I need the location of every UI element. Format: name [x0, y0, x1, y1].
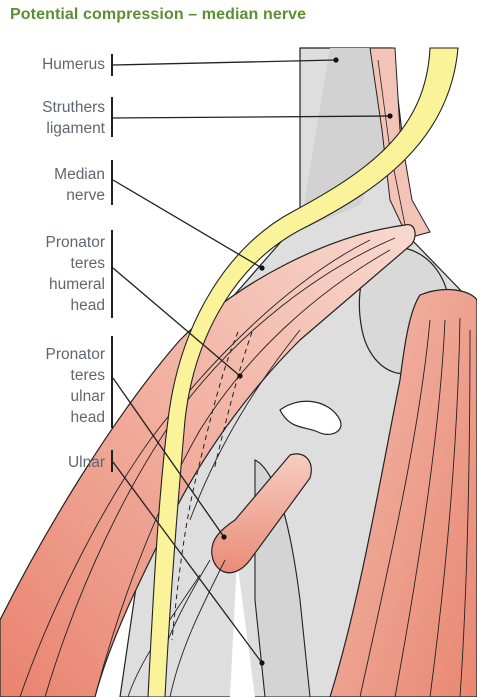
label-median-nerve: Median nerve	[54, 164, 105, 206]
tick-pt-humeral	[111, 230, 113, 318]
label-humerus: Humerus	[42, 54, 105, 75]
leader-median-nerve	[113, 180, 262, 268]
label-struthers-ligament: Struthers ligament	[42, 97, 105, 139]
tick-median-nerve	[111, 160, 113, 205]
label-pronator-teres-ulnar-head: Pronator teres ulnar head	[46, 344, 105, 428]
label-ulnar: Ulnar	[68, 452, 105, 473]
tick-pt-ulnar	[111, 336, 113, 428]
tick-ulnar	[111, 450, 113, 472]
tick-humerus	[111, 54, 113, 76]
label-pronator-teres-humeral-head: Pronator teres humeral head	[46, 232, 105, 316]
tick-struthers	[111, 97, 113, 137]
